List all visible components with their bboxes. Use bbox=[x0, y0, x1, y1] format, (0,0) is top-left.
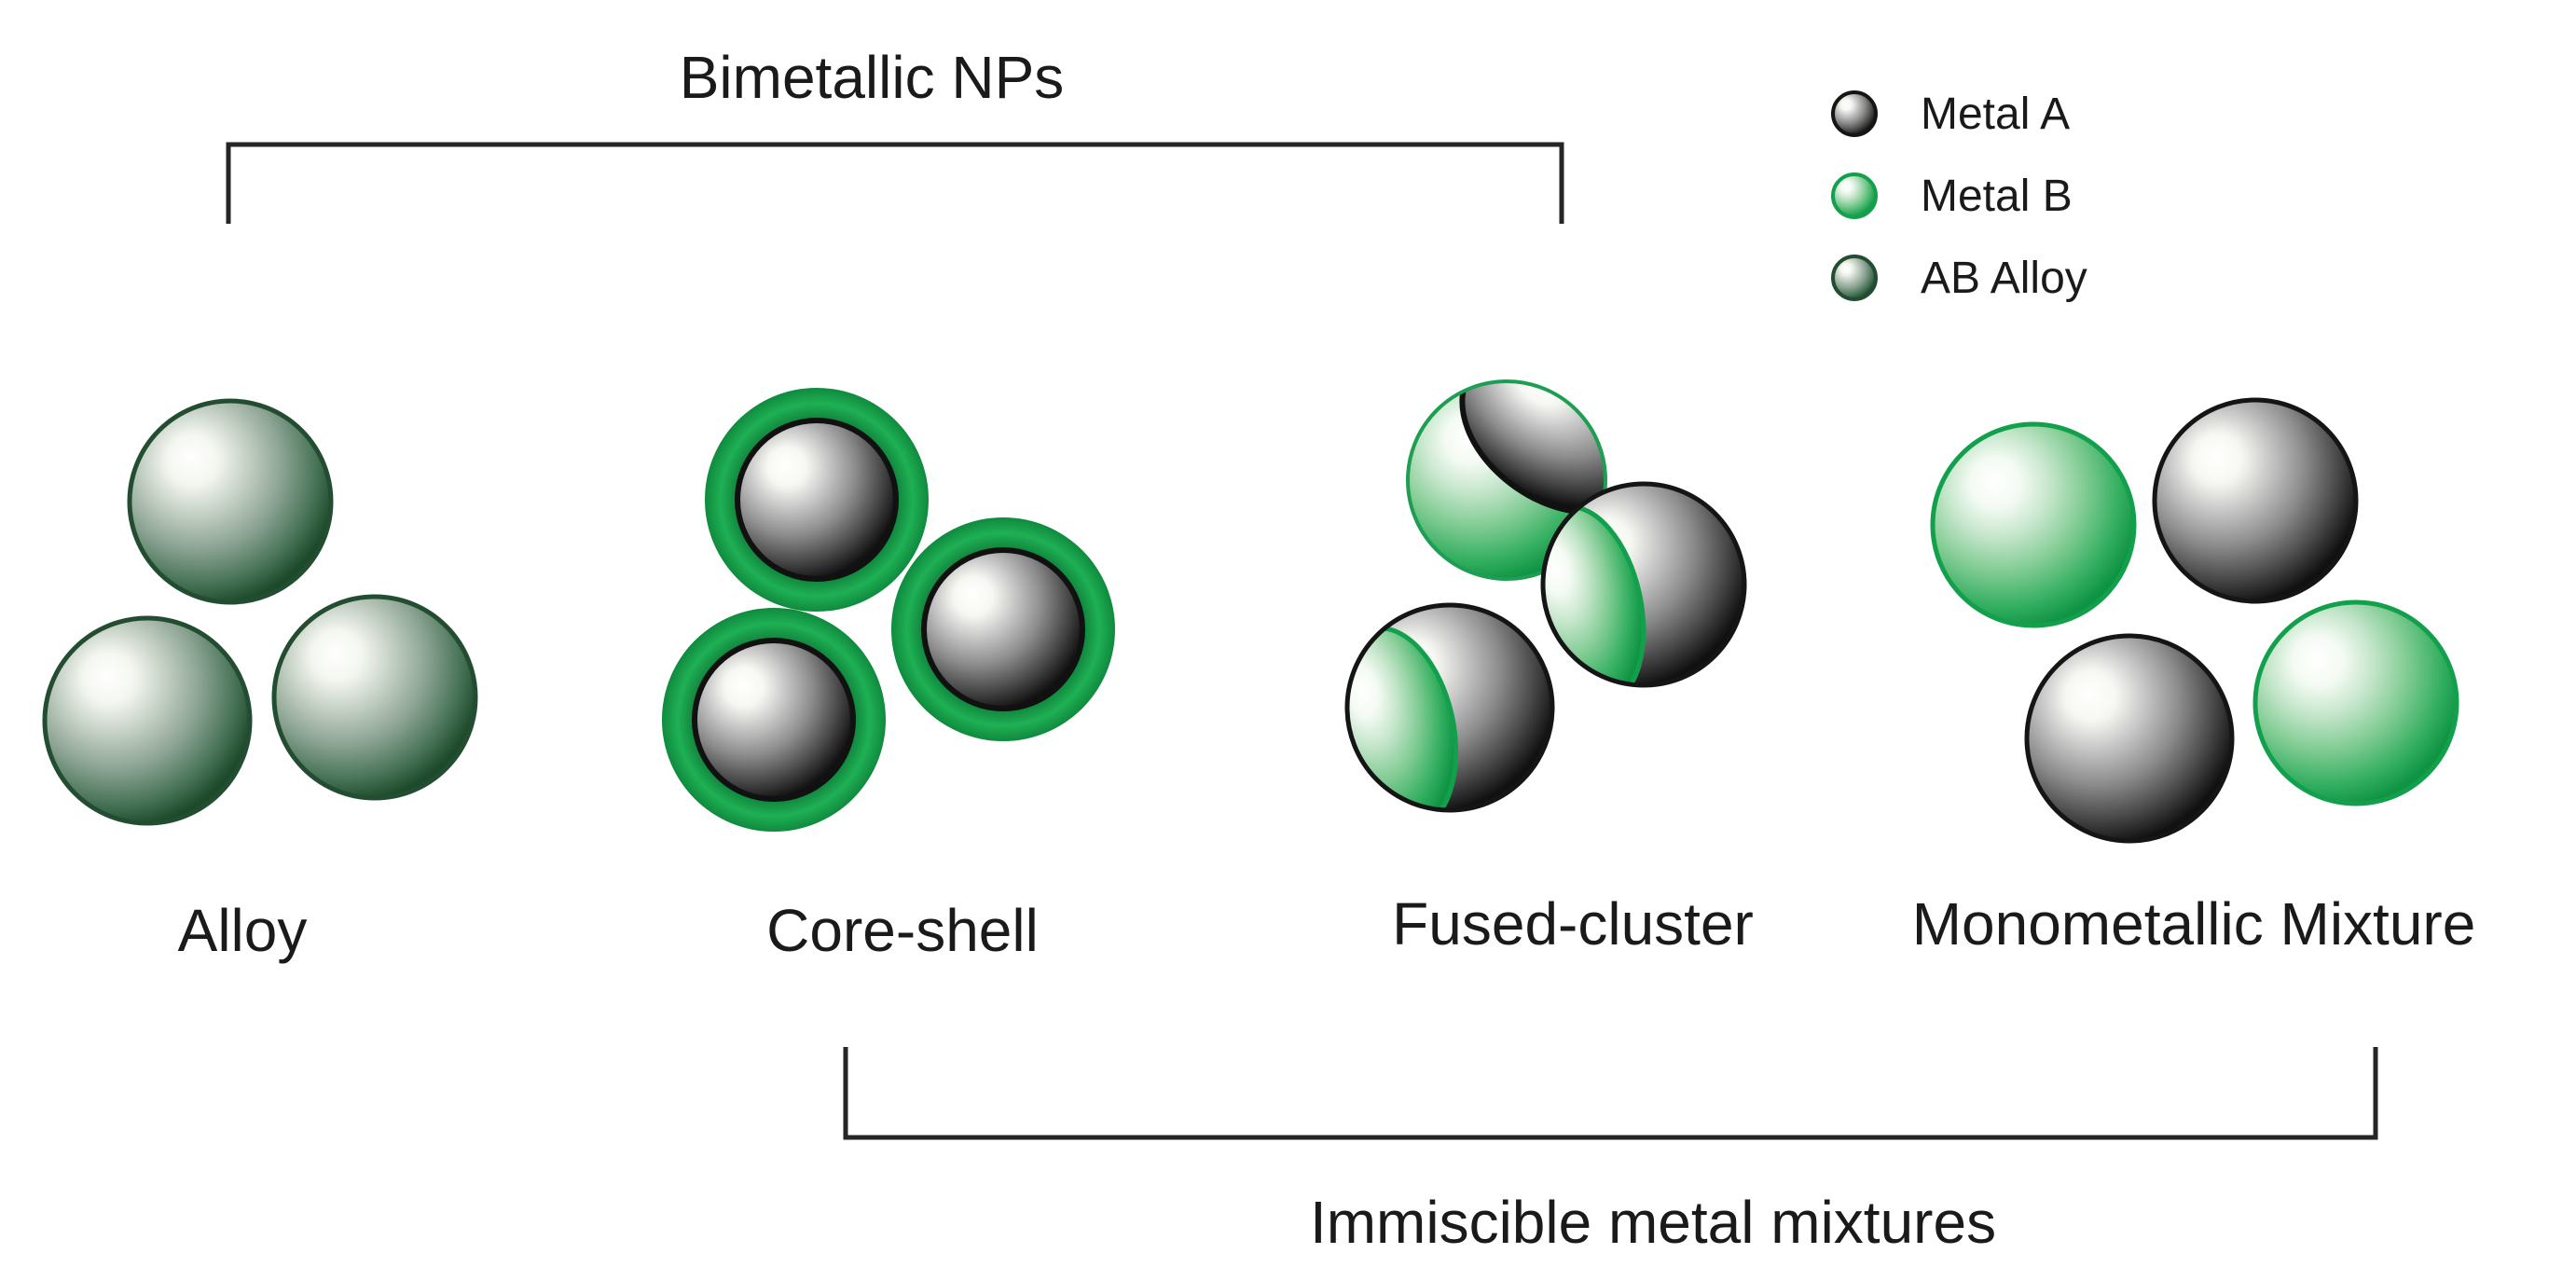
alloy-particle bbox=[42, 615, 253, 826]
immiscible-bracket: Immiscible metal mixtures bbox=[843, 1047, 2378, 1256]
metal-b-particle bbox=[1930, 421, 2137, 628]
ab-alloy-swatch bbox=[1831, 255, 1878, 301]
metal-b-particle bbox=[2252, 599, 2459, 806]
immiscible-label: Immiscible metal mixtures bbox=[1310, 1189, 1996, 1256]
metal-a-core bbox=[692, 638, 856, 802]
monometallic-mixture-group: Monometallic Mixture bbox=[1912, 397, 2476, 957]
core-shell-particle bbox=[705, 388, 929, 612]
legend-label: AB Alloy bbox=[1921, 254, 2087, 303]
monometallic-mixture-label: Monometallic Mixture bbox=[1912, 890, 2476, 957]
legend-label: Metal A bbox=[1921, 90, 2070, 139]
bimetallic-bracket-line bbox=[226, 142, 1564, 224]
fused-outline bbox=[1344, 602, 1555, 813]
metal-a-core bbox=[921, 547, 1085, 711]
alloy-particle bbox=[271, 594, 478, 801]
metal-a-particle bbox=[2152, 397, 2359, 604]
core-shell-particle bbox=[662, 608, 886, 832]
bimetallic-label: Bimetallic NPs bbox=[680, 44, 1065, 111]
bimetallic-bracket: Bimetallic NPs bbox=[226, 44, 1564, 224]
core-shell-label: Core-shell bbox=[766, 897, 1039, 964]
legend-label: Metal B bbox=[1921, 172, 2073, 221]
alloy-particle bbox=[127, 398, 334, 605]
fused-cluster-particle bbox=[1406, 379, 1607, 581]
fused-outline bbox=[1540, 481, 1747, 688]
alloy-group: Alloy bbox=[42, 398, 478, 964]
metal-a-swatch bbox=[1831, 90, 1878, 137]
fused-outline bbox=[1406, 379, 1607, 581]
fused-cluster-particle bbox=[1344, 602, 1555, 813]
fused-cluster-group: Fused-cluster bbox=[1344, 379, 1754, 957]
legend-item-metal-a: Metal A bbox=[1831, 90, 2070, 139]
legend: Metal A Metal B AB Alloy bbox=[1831, 90, 2087, 303]
alloy-label: Alloy bbox=[178, 897, 308, 964]
legend-item-metal-b: Metal B bbox=[1831, 172, 2073, 221]
metal-a-particle bbox=[2024, 633, 2235, 844]
core-shell-group: Core-shell bbox=[662, 388, 1115, 964]
immiscible-bracket-line bbox=[843, 1047, 2378, 1140]
legend-item-ab-alloy: AB Alloy bbox=[1831, 254, 2087, 303]
fused-cluster-label: Fused-cluster bbox=[1392, 890, 1754, 957]
metal-b-swatch bbox=[1831, 172, 1878, 219]
metal-a-core bbox=[735, 418, 899, 582]
core-shell-particle bbox=[891, 517, 1115, 741]
